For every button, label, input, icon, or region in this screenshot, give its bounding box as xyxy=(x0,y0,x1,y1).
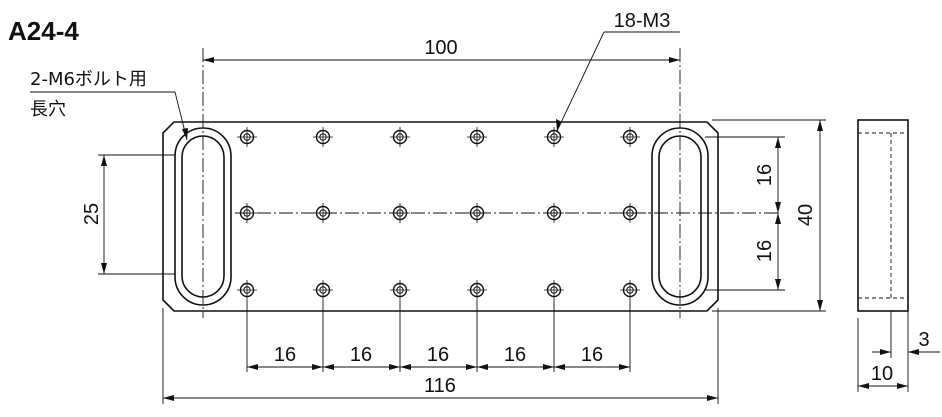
tapped-hole xyxy=(543,279,565,301)
tapped-hole xyxy=(619,202,641,224)
tapped-hole xyxy=(466,126,488,148)
tapped-hole xyxy=(389,279,411,301)
tapped-hole xyxy=(543,202,565,224)
tapped-hole xyxy=(312,126,334,148)
tapped-hole xyxy=(236,126,258,148)
dimension-slot-spacing: 100 xyxy=(203,37,680,63)
left-slot xyxy=(174,48,232,318)
dimension-label: 3 xyxy=(918,329,929,351)
tapped-hole xyxy=(466,202,488,224)
dimension-label: 16 xyxy=(754,240,776,262)
dimension-hole-pitch-x: 16 16 16 16 16 xyxy=(246,300,631,372)
right-slot xyxy=(651,48,709,318)
tapped-hole xyxy=(619,126,641,148)
dimension-label: 25 xyxy=(81,203,103,225)
tapped-hole xyxy=(236,279,258,301)
dimension-label: 100 xyxy=(424,37,457,59)
dimension-label: 16 xyxy=(350,344,372,366)
tapped-hole xyxy=(389,202,411,224)
tapped-hole xyxy=(312,279,334,301)
dimension-slot-length: 25 xyxy=(81,154,175,275)
dimension-overall-width: 116 xyxy=(162,308,719,404)
callout-label: 18-M3 xyxy=(614,10,671,32)
tapped-hole xyxy=(312,202,334,224)
dimension-label: 16 xyxy=(504,344,526,366)
callout-label-line2: 長穴 xyxy=(30,99,66,120)
tapped-hole-grid xyxy=(236,126,641,301)
callout-tapped-holes: 18-M3 xyxy=(556,10,680,132)
tapped-hole xyxy=(389,126,411,148)
dimension-label: 16 xyxy=(427,344,449,366)
tapped-hole xyxy=(543,126,565,148)
dimension-side-step: 3 xyxy=(872,311,940,358)
dimension-label: 16 xyxy=(274,344,296,366)
dimension-label: 16 xyxy=(581,344,603,366)
callout-label-line1: 2-M6ボルト用 xyxy=(30,69,147,90)
dimension-label: 116 xyxy=(424,375,456,397)
drawing-title: A24-4 xyxy=(8,16,79,46)
dimension-label: 16 xyxy=(754,164,776,186)
dimension-label: 40 xyxy=(795,204,817,226)
side-view xyxy=(857,119,909,312)
dimension-side-thickness: 10 xyxy=(857,318,909,392)
plate-outline xyxy=(162,121,719,312)
dimension-label: 10 xyxy=(871,363,893,385)
tapped-hole xyxy=(466,279,488,301)
callout-slot: 2-M6ボルト用 長穴 xyxy=(30,69,188,141)
tapped-hole xyxy=(236,202,258,224)
dimension-overall-height: 40 xyxy=(712,119,826,312)
tapped-hole xyxy=(619,279,641,301)
dimension-hole-pitch-y: 16 16 xyxy=(705,136,785,291)
